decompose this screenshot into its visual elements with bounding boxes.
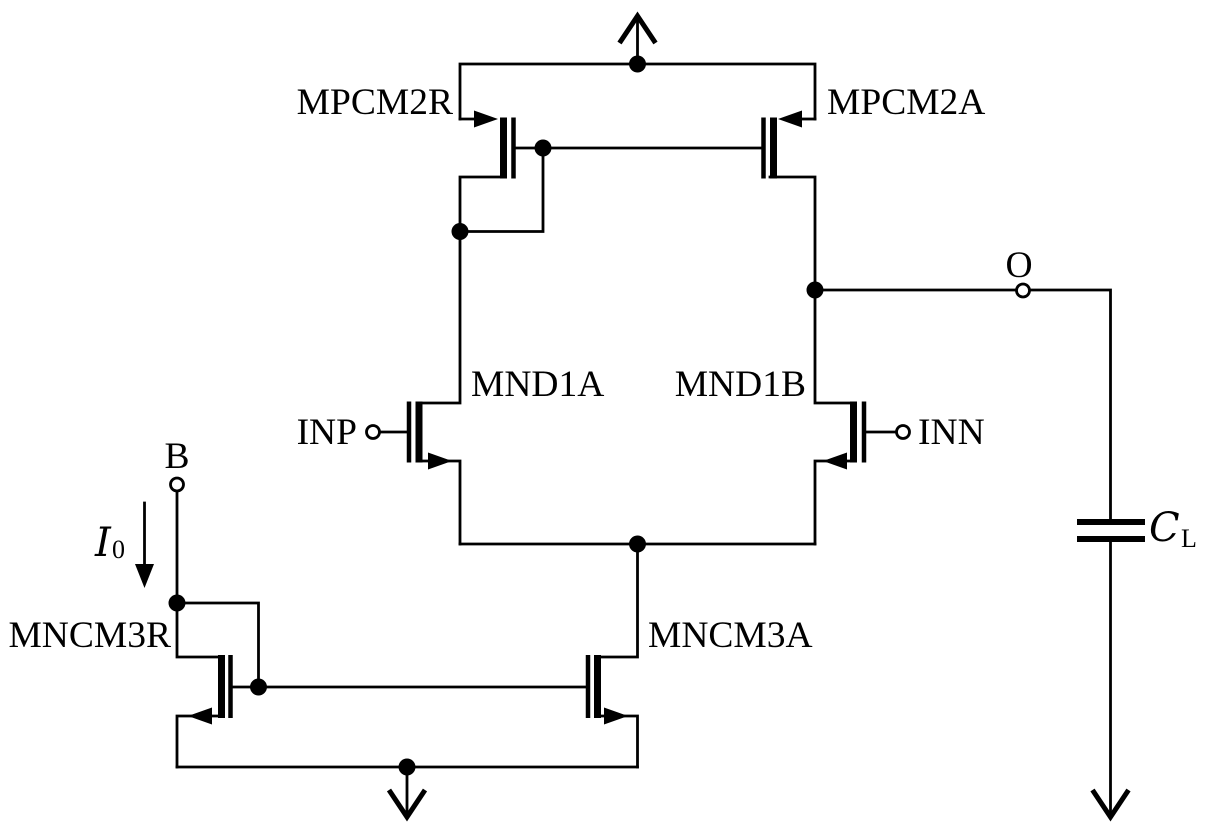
label-bias-current-base: I bbox=[94, 520, 112, 566]
mnd1a-source-arrow-icon bbox=[428, 452, 452, 470]
output-branch: O C L bbox=[813, 245, 1197, 822]
label-mpcm2a: MPCM2A bbox=[827, 82, 985, 123]
mncm3a-source-lead bbox=[599, 714, 639, 769]
junction-dot-output bbox=[806, 281, 824, 299]
label-mnd1b: MND1B bbox=[675, 364, 806, 405]
label-mnd1a: MND1A bbox=[471, 364, 604, 405]
junction-dot-ground bbox=[398, 758, 416, 776]
mnd1b-source-lead bbox=[813, 459, 852, 546]
junction-dots bbox=[168, 55, 824, 776]
capacitor-return-arrow-icon bbox=[1090, 788, 1131, 822]
vdd-arrow-icon bbox=[617, 11, 658, 45]
mpcm2r-diode-connection-wire bbox=[458, 146, 545, 233]
label-mncm3r: MNCM3R bbox=[8, 615, 171, 656]
label-inn: INN bbox=[918, 412, 985, 453]
label-bias-current-sub: 0 bbox=[112, 535, 125, 564]
mncm3r-diode-connection-wire bbox=[175, 601, 260, 689]
label-inp: INP bbox=[297, 412, 357, 453]
label-mpcm2r: MPCM2R bbox=[297, 82, 453, 123]
bias-branch: B I 0 bbox=[94, 436, 190, 605]
ground-arrow-icon bbox=[386, 788, 428, 822]
mncm3r-source-arrow-icon bbox=[188, 707, 212, 725]
load-capacitor bbox=[1077, 519, 1145, 542]
transistor-mpcm2r: MPCM2R bbox=[297, 82, 545, 405]
mncm3r-drain-lead bbox=[175, 601, 220, 659]
transistor-mncm3r: MNCM3R bbox=[8, 601, 588, 769]
transistor-mnd1b: MND1B INN bbox=[675, 364, 985, 546]
junction-dot-nmos-gate bbox=[250, 678, 267, 696]
mncm3a-source-arrow-icon bbox=[604, 707, 628, 725]
transistor-mnd1a: MND1A INP bbox=[297, 364, 604, 546]
junction-dot-mpcm2r-drain bbox=[451, 223, 469, 240]
mnd1a-source-lead bbox=[420, 459, 462, 546]
junction-dot-tail bbox=[629, 535, 646, 553]
mpcm2r-drain-column bbox=[421, 230, 462, 405]
transistor-mncm3a: MNCM3A bbox=[585, 615, 813, 769]
label-out: O bbox=[1005, 245, 1032, 286]
mpcm2r-drain-lead bbox=[458, 175, 502, 233]
transistor-mpcm2a: MPCM2A bbox=[513, 82, 985, 405]
label-bias: B bbox=[164, 436, 189, 477]
mnd1b-source-arrow-icon bbox=[823, 452, 847, 470]
mpcm2a-source-arrow-icon bbox=[778, 110, 802, 128]
label-load-cap-sub: L bbox=[1181, 524, 1197, 553]
label-load-cap-base: C bbox=[1149, 505, 1180, 551]
junction-dot-pmos-gate bbox=[534, 139, 552, 157]
junction-dot-bias bbox=[168, 594, 186, 612]
bias-terminal-circle bbox=[169, 476, 185, 493]
tail-down-wire bbox=[599, 542, 639, 659]
bias-current-arrow-icon bbox=[135, 564, 154, 588]
junction-dot-vdd bbox=[629, 55, 646, 73]
output-terminal-circle bbox=[1015, 282, 1031, 299]
label-mncm3a: MNCM3A bbox=[648, 615, 813, 656]
inp-terminal-circle bbox=[365, 424, 381, 440]
mpcm2r-source-arrow-icon bbox=[474, 110, 498, 128]
inn-terminal-circle bbox=[895, 424, 911, 440]
output-wire bbox=[813, 288, 1112, 521]
